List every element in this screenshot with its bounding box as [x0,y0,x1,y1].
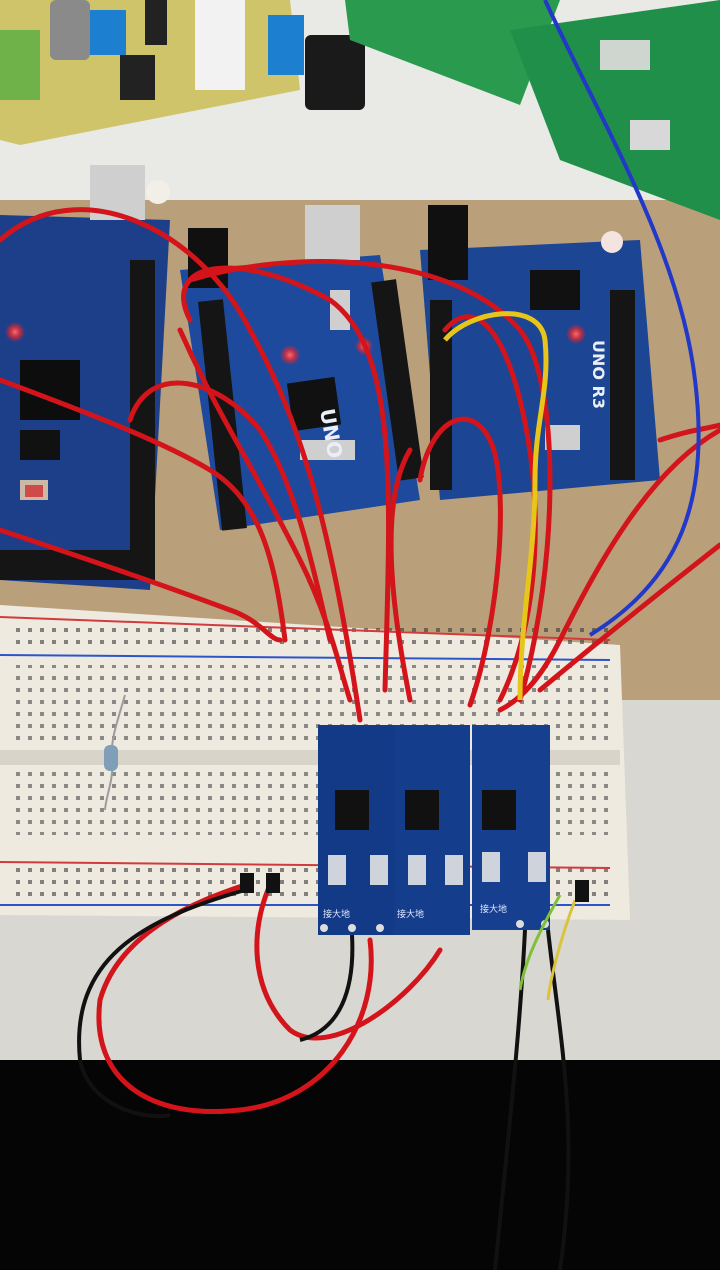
yellow-pcb [0,0,304,145]
led-right [601,231,623,253]
black-connector [305,35,365,110]
module-label-1: 接大地 [323,908,350,920]
arduino-uno-right: UNO R3 [420,205,660,500]
led-glow-4 [566,324,586,344]
yellow-wire [443,311,549,701]
blue-wire [543,0,701,637]
header-pin-2 [266,873,280,893]
led-glow-1 [5,322,25,342]
led-glow-2 [280,345,300,365]
amplifier-modules: 接大地 接大地 接大地 [318,725,550,935]
table-edge-shadow [0,1060,720,1270]
yellow-green-wire [546,899,577,1001]
resistor [104,694,126,811]
green-pcb-top [345,0,720,220]
module-label-2: 接大地 [397,908,424,920]
header-pin-3 [575,880,589,902]
led-left [146,180,170,204]
header-pin-1 [240,873,254,893]
module-label-3: 接大地 [480,903,507,915]
arduino-mega-board [0,165,170,590]
uno-right-silkscreen: UNO R3 [589,340,608,409]
green-wire [518,894,562,991]
black-wires [77,888,571,1270]
